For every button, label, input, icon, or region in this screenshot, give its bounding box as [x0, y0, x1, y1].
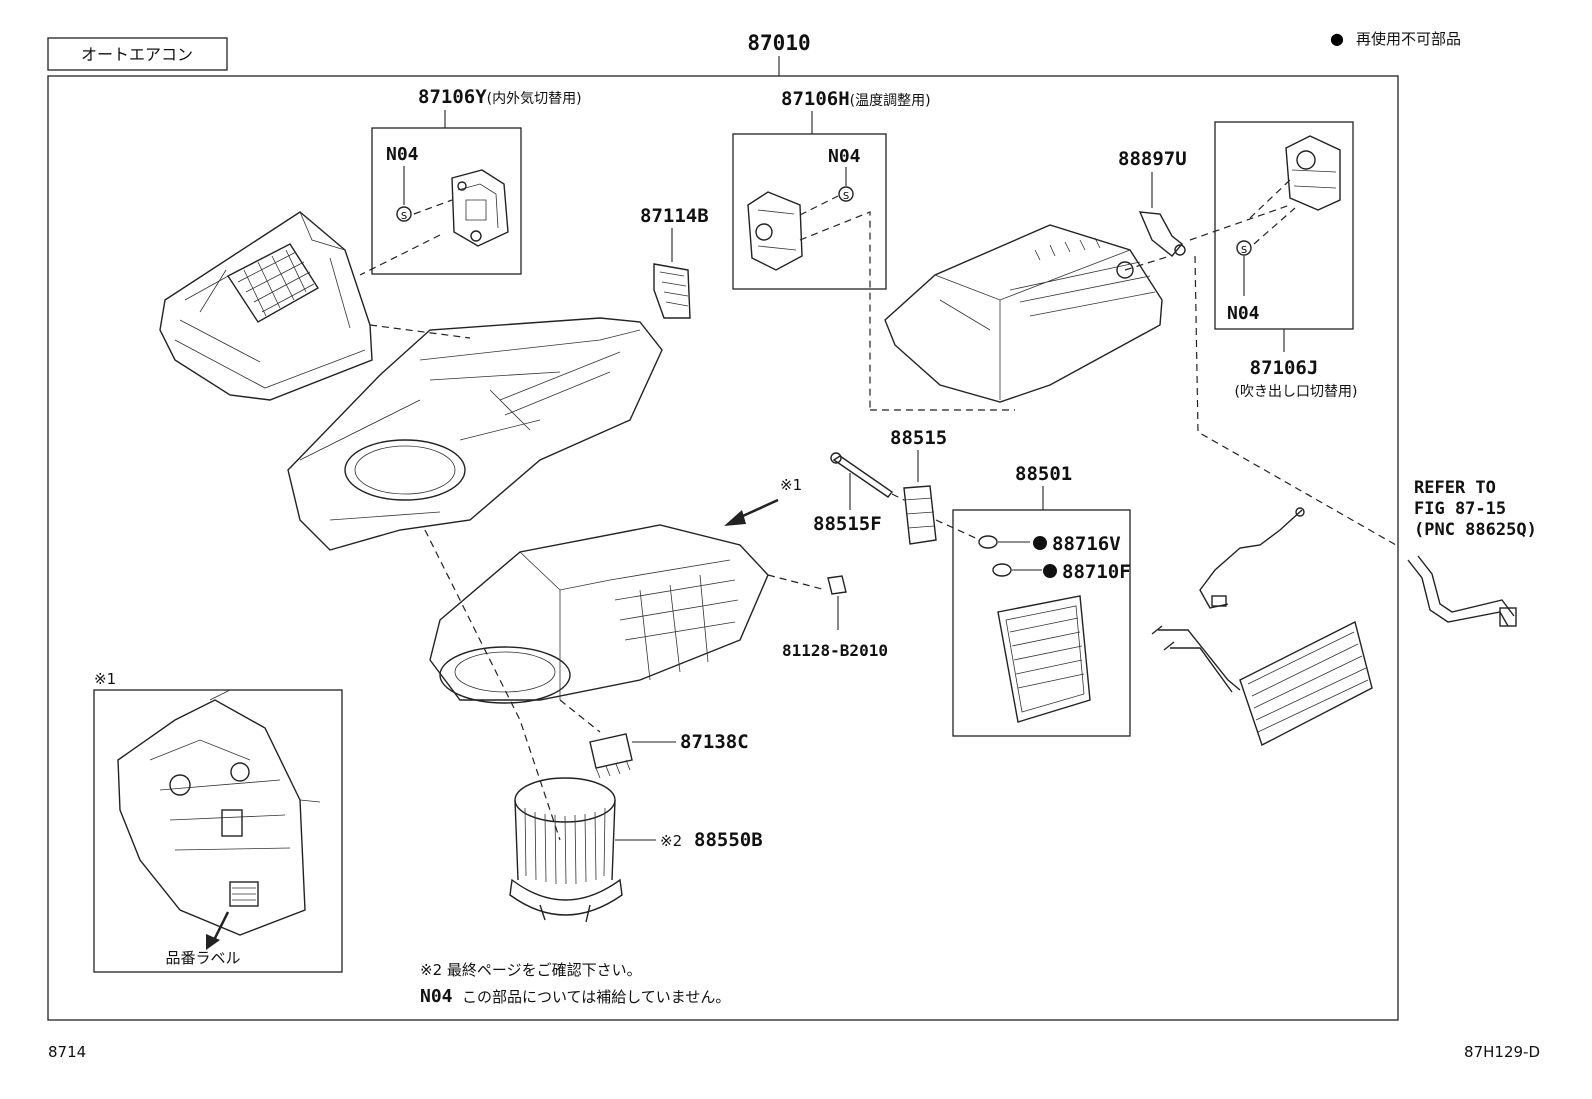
screw-icon: S	[396, 206, 412, 222]
part-88501-box	[952, 509, 1131, 737]
svg-text:S: S	[843, 191, 849, 202]
part-87138C-number: 87138C	[680, 731, 749, 753]
inset-label-location-icon	[117, 689, 321, 936]
refer-line1: REFER TO	[1414, 478, 1496, 498]
part-88550B-number: 88550B	[694, 829, 763, 851]
filter-87114B-icon	[653, 263, 691, 319]
part-88515-number: 88515	[890, 427, 947, 449]
heater-core-icon	[1151, 620, 1373, 746]
actuator-87106H-icon	[747, 191, 803, 271]
oring-icon	[978, 535, 1012, 577]
heater-case-icon	[287, 317, 663, 551]
footer-left-code: 8714	[48, 1043, 86, 1061]
legend-text: 再使用不可部品	[1356, 30, 1461, 48]
assembly-number: 87010	[747, 31, 810, 55]
inset-mark: ※1	[94, 670, 116, 688]
part-87114B-number: 87114B	[640, 205, 709, 227]
svg-text:S: S	[401, 211, 407, 222]
upper-blower-case-icon	[159, 211, 373, 401]
section-tag-box	[47, 37, 228, 71]
assembly-frame	[47, 75, 1399, 1021]
inset-box	[93, 689, 343, 973]
screw-icon: S	[838, 186, 854, 202]
clip-81128-icon	[827, 575, 847, 595]
arrow-icon	[724, 498, 779, 526]
actuator-87106J-icon	[1285, 135, 1341, 211]
callout-mark1: ※1	[780, 476, 802, 494]
lower-blower-case-icon	[429, 524, 769, 704]
legend-bullet: ●	[1330, 29, 1344, 48]
part-88897U-number: 88897U	[1118, 148, 1187, 170]
part-87106Y-n04: N04	[386, 144, 419, 165]
part-87106H-box	[732, 133, 887, 290]
section-tag: オートエアコン	[81, 45, 193, 64]
non-reusable-bullet	[1033, 536, 1047, 550]
part-87106J-box	[1214, 121, 1354, 330]
actuator-87106Y-icon	[451, 169, 509, 247]
svg-text:S: S	[1241, 245, 1247, 256]
note-2: ※2 最終ページをご確認下さい。	[420, 961, 642, 979]
inset-arrow-icon	[206, 911, 230, 950]
sensor-88897U-icon	[1138, 211, 1186, 257]
heater-pipe-icon	[1407, 555, 1517, 627]
blower-motor-88550B-icon	[509, 777, 623, 923]
expansion-valve-88515-icon	[903, 485, 937, 545]
part-88716V-number: 88716V	[1052, 533, 1121, 555]
part-87106J-n04: N04	[1227, 303, 1260, 324]
evaporator-case-icon	[884, 224, 1163, 403]
resistor-87138C-icon	[589, 733, 633, 779]
wire-harness-icon	[1199, 507, 1305, 609]
screw-icon: S	[1236, 240, 1252, 256]
part-87106H-n04: N04	[828, 146, 861, 167]
part-87106Y-number: 87106Y(内外気切替用)	[418, 86, 582, 108]
note-n04-code: N04	[420, 986, 453, 1007]
refer-line2: FIG 87-15	[1414, 499, 1506, 519]
part-87106Y-box	[371, 127, 522, 275]
inset-label: 品番ラベル	[165, 949, 240, 967]
non-reusable-bullet	[1043, 564, 1057, 578]
note-n04-text: この部品については補給していません。	[462, 988, 730, 1006]
part-87106J-number: 87106J	[1250, 357, 1319, 379]
footer-right-code: 87H129-D	[1464, 1043, 1540, 1061]
part-87106H-number: 87106H(温度調整用)	[781, 88, 931, 110]
part-88710F-number: 88710F	[1062, 561, 1131, 583]
part-88501-number: 88501	[1015, 463, 1072, 485]
refer-line3: (PNC 88625Q)	[1414, 520, 1537, 540]
part-81128-number: 81128-B2010	[782, 641, 888, 660]
part-88515F-number: 88515F	[813, 513, 882, 535]
part-87106J-desc: (吹き出し口切替用)	[1235, 384, 1358, 400]
part-88550B-prefix: ※2	[660, 832, 682, 850]
bolt-88515F-icon	[830, 452, 894, 498]
evaporator-core-icon	[997, 595, 1091, 723]
